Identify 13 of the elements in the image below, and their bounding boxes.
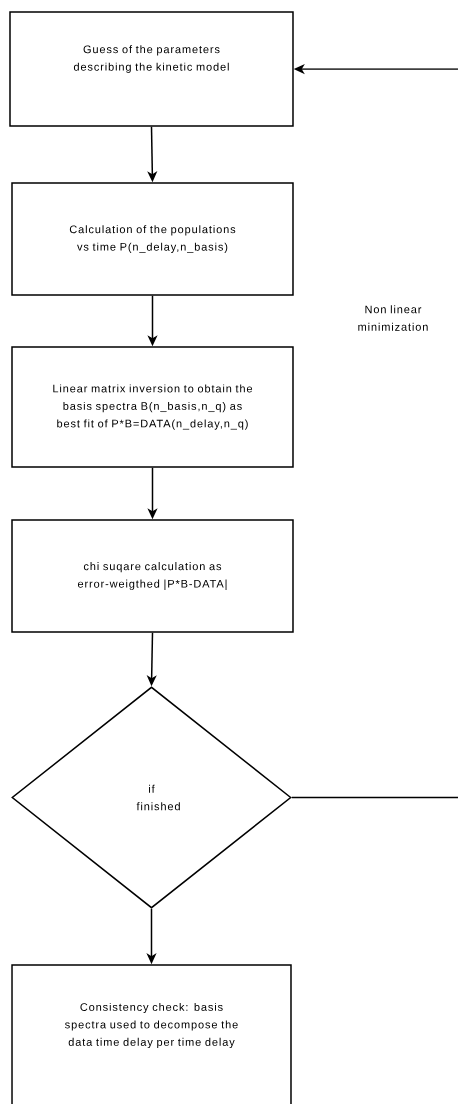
node-text: chi suqare calculation as error-weigthed |P*B-DATA| xyxy=(78,562,227,590)
node-text: Guess of the parameters describing the kinetic model xyxy=(73,45,229,73)
node-text: Calculation of the populations vs time P(n_delay,n_basis) xyxy=(69,225,236,253)
process-box xyxy=(9,11,294,127)
process-box xyxy=(11,964,292,1104)
process-box xyxy=(11,346,294,468)
annotation-text: Non linear minimization xyxy=(358,305,428,331)
node-text: if finished xyxy=(136,784,180,811)
node-text: Linear matrix inversion to obtain the basis spectra B(n_basis,n_q) as best fit of P*B=DATA(n_delay,n_q) xyxy=(53,384,253,430)
node-text: Consistency check: basis spectra used to decompose the data time delay per time delay xyxy=(65,1002,238,1049)
process-box xyxy=(11,519,294,633)
decision-diamond xyxy=(11,686,292,909)
process-box xyxy=(11,182,294,296)
